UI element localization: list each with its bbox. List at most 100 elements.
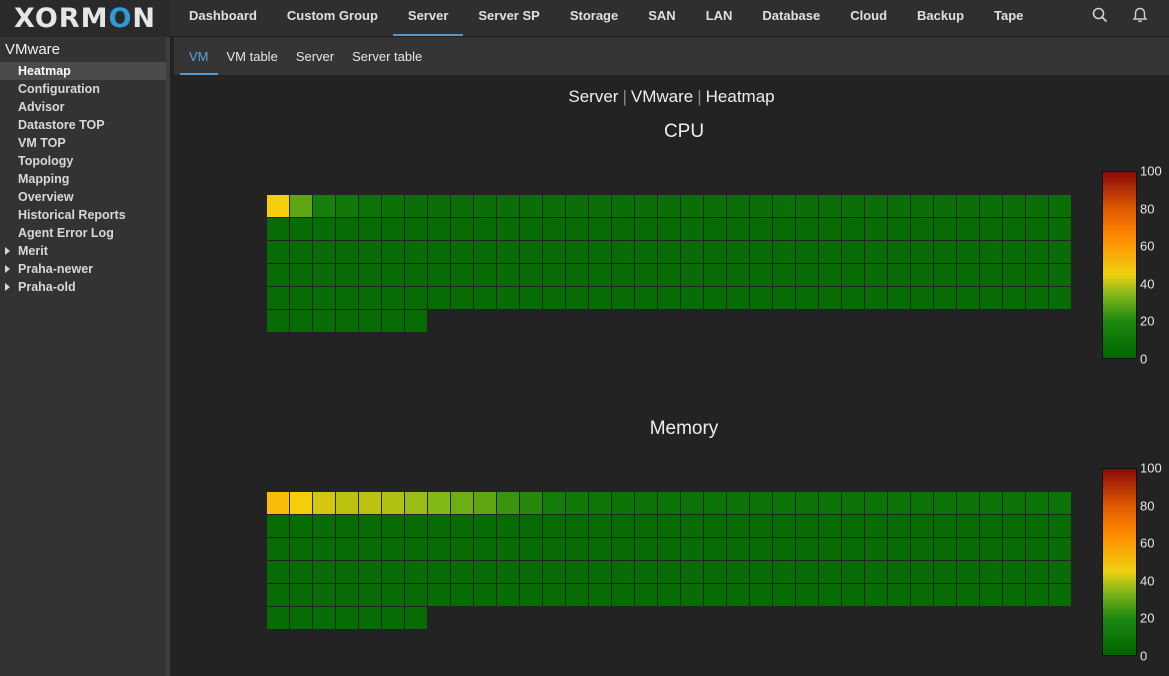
memory-heatmap-cell[interactable] <box>727 561 749 583</box>
nav-cloud[interactable]: Cloud <box>850 8 888 23</box>
memory-heatmap-cell[interactable] <box>497 492 519 514</box>
memory-heatmap-cell[interactable] <box>589 538 611 560</box>
memory-heatmap-cell[interactable] <box>635 584 657 606</box>
cpu-heatmap-cell[interactable] <box>267 218 289 240</box>
memory-heatmap-cell[interactable] <box>796 561 818 583</box>
cpu-heatmap-cell[interactable] <box>405 264 427 286</box>
cpu-heatmap-cell[interactable] <box>1003 241 1025 263</box>
memory-heatmap-cell[interactable] <box>681 584 703 606</box>
cpu-heatmap-cell[interactable] <box>727 195 749 217</box>
cpu-heatmap-cell[interactable] <box>957 241 979 263</box>
cpu-heatmap-cell[interactable] <box>451 264 473 286</box>
cpu-heatmap-cell[interactable] <box>911 218 933 240</box>
memory-heatmap-cell[interactable] <box>474 561 496 583</box>
memory-heatmap-cell[interactable] <box>313 538 335 560</box>
memory-heatmap-cell[interactable] <box>566 492 588 514</box>
memory-heatmap-cell[interactable] <box>313 607 335 629</box>
memory-heatmap-cell[interactable] <box>842 538 864 560</box>
memory-heatmap-cell[interactable] <box>865 538 887 560</box>
memory-heatmap-cell[interactable] <box>451 584 473 606</box>
memory-heatmap-cell[interactable] <box>428 515 450 537</box>
cpu-heatmap-cell[interactable] <box>635 195 657 217</box>
cpu-heatmap-cell[interactable] <box>1026 287 1048 309</box>
memory-heatmap-cell[interactable] <box>957 538 979 560</box>
nav-storage[interactable]: Storage <box>569 8 619 23</box>
memory-heatmap-cell[interactable] <box>911 515 933 537</box>
memory-heatmap-cell[interactable] <box>451 492 473 514</box>
memory-heatmap-cell[interactable] <box>428 584 450 606</box>
memory-heatmap-cell[interactable] <box>842 561 864 583</box>
cpu-heatmap-cell[interactable] <box>842 287 864 309</box>
memory-heatmap-cell[interactable] <box>658 492 680 514</box>
cpu-heatmap-cell[interactable] <box>474 264 496 286</box>
cpu-heatmap-cell[interactable] <box>796 195 818 217</box>
cpu-heatmap-cell[interactable] <box>934 264 956 286</box>
memory-heatmap-cell[interactable] <box>405 515 427 537</box>
cpu-heatmap-cell[interactable] <box>359 195 381 217</box>
memory-heatmap-cell[interactable] <box>267 515 289 537</box>
cpu-heatmap-cell[interactable] <box>773 287 795 309</box>
cpu-heatmap-cell[interactable] <box>405 310 427 332</box>
cpu-heatmap-cell[interactable] <box>405 218 427 240</box>
memory-heatmap-cell[interactable] <box>1026 492 1048 514</box>
memory-heatmap-cell[interactable] <box>1026 538 1048 560</box>
cpu-heatmap-cell[interactable] <box>934 287 956 309</box>
memory-heatmap-cell[interactable] <box>451 561 473 583</box>
cpu-heatmap-cell[interactable] <box>612 264 634 286</box>
memory-heatmap-cell[interactable] <box>336 515 358 537</box>
nav-dashboard[interactable]: Dashboard <box>189 8 257 23</box>
cpu-heatmap-cell[interactable] <box>313 287 335 309</box>
memory-heatmap-cell[interactable] <box>704 538 726 560</box>
memory-heatmap-cell[interactable] <box>497 584 519 606</box>
memory-heatmap-cell[interactable] <box>980 538 1002 560</box>
cpu-heatmap-cell[interactable] <box>865 241 887 263</box>
cpu-heatmap-cell[interactable] <box>612 195 634 217</box>
cpu-heatmap-cell[interactable] <box>1049 264 1071 286</box>
memory-heatmap-cell[interactable] <box>589 515 611 537</box>
memory-heatmap-cell[interactable] <box>451 515 473 537</box>
memory-heatmap-cell[interactable] <box>934 492 956 514</box>
memory-heatmap-cell[interactable] <box>658 515 680 537</box>
memory-heatmap-cell[interactable] <box>313 492 335 514</box>
cpu-heatmap-cell[interactable] <box>750 287 772 309</box>
breadcrumb-item-server[interactable]: Server <box>568 87 619 106</box>
memory-heatmap-cell[interactable] <box>313 584 335 606</box>
sidebar-item-historical-reports[interactable]: Historical Reports <box>0 206 166 224</box>
memory-heatmap-cell[interactable] <box>681 561 703 583</box>
cpu-heatmap-cell[interactable] <box>1049 218 1071 240</box>
cpu-heatmap-cell[interactable] <box>819 241 841 263</box>
cpu-heatmap-cell[interactable] <box>1049 195 1071 217</box>
memory-heatmap-cell[interactable] <box>1026 584 1048 606</box>
memory-heatmap-cell[interactable] <box>980 561 1002 583</box>
memory-heatmap-cell[interactable] <box>336 492 358 514</box>
memory-heatmap-cell[interactable] <box>796 538 818 560</box>
memory-heatmap-cell[interactable] <box>359 492 381 514</box>
memory-heatmap-cell[interactable] <box>865 515 887 537</box>
cpu-heatmap-cell[interactable] <box>980 264 1002 286</box>
memory-heatmap-cell[interactable] <box>359 584 381 606</box>
cpu-heatmap-cell[interactable] <box>888 218 910 240</box>
memory-heatmap-cell[interactable] <box>1049 515 1071 537</box>
memory-heatmap-cell[interactable] <box>566 538 588 560</box>
memory-heatmap-cell[interactable] <box>405 561 427 583</box>
tab-vm-table[interactable]: VM table <box>226 49 278 64</box>
memory-heatmap-cell[interactable] <box>819 584 841 606</box>
memory-heatmap-cell[interactable] <box>405 584 427 606</box>
memory-heatmap-cell[interactable] <box>382 515 404 537</box>
memory-heatmap-cell[interactable] <box>359 515 381 537</box>
memory-heatmap-cell[interactable] <box>957 584 979 606</box>
cpu-heatmap-cell[interactable] <box>359 310 381 332</box>
cpu-heatmap-cell[interactable] <box>497 195 519 217</box>
memory-heatmap-cell[interactable] <box>704 561 726 583</box>
memory-heatmap-cell[interactable] <box>290 515 312 537</box>
cpu-heatmap-cell[interactable] <box>336 195 358 217</box>
memory-heatmap-cell[interactable] <box>658 538 680 560</box>
memory-heatmap-cell[interactable] <box>1049 538 1071 560</box>
memory-heatmap-cell[interactable] <box>543 561 565 583</box>
cpu-heatmap-cell[interactable] <box>290 310 312 332</box>
cpu-heatmap-cell[interactable] <box>1003 195 1025 217</box>
cpu-heatmap-cell[interactable] <box>313 264 335 286</box>
memory-heatmap-cell[interactable] <box>474 515 496 537</box>
memory-heatmap-cell[interactable] <box>796 584 818 606</box>
memory-heatmap-cell[interactable] <box>290 607 312 629</box>
